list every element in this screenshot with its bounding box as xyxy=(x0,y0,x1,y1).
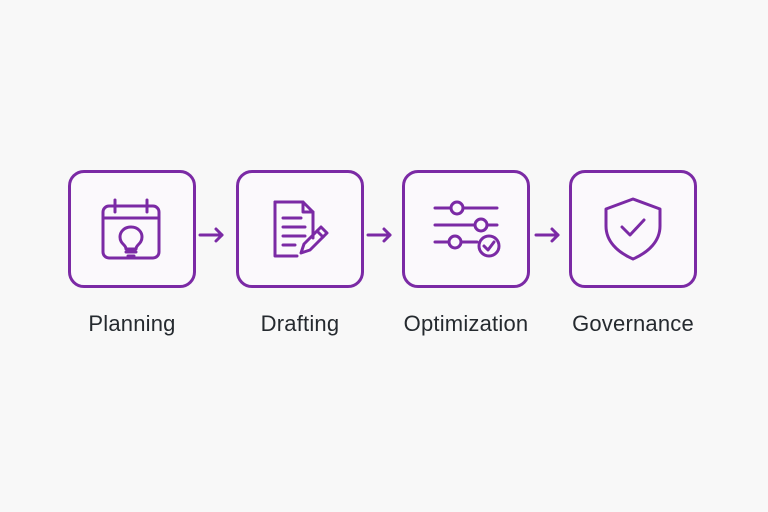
document-pencil-icon xyxy=(273,200,329,258)
shield-check-icon xyxy=(604,197,662,261)
step-label-optimization: Optimization xyxy=(403,311,529,336)
step-optimization-tile xyxy=(402,170,530,288)
step-label-drafting: Drafting xyxy=(260,311,340,336)
step-label-governance: Governance xyxy=(572,311,694,336)
arrow-right-icon xyxy=(198,225,226,245)
step-governance-tile xyxy=(569,170,697,288)
sliders-check-icon xyxy=(433,200,501,258)
arrow-right-icon xyxy=(366,225,394,245)
step-label-planning: Planning xyxy=(88,311,176,336)
step-planning-tile xyxy=(68,170,196,288)
step-drafting-tile xyxy=(236,170,364,288)
arrow-right-icon xyxy=(534,225,562,245)
calendar-lightbulb-icon xyxy=(101,198,161,260)
